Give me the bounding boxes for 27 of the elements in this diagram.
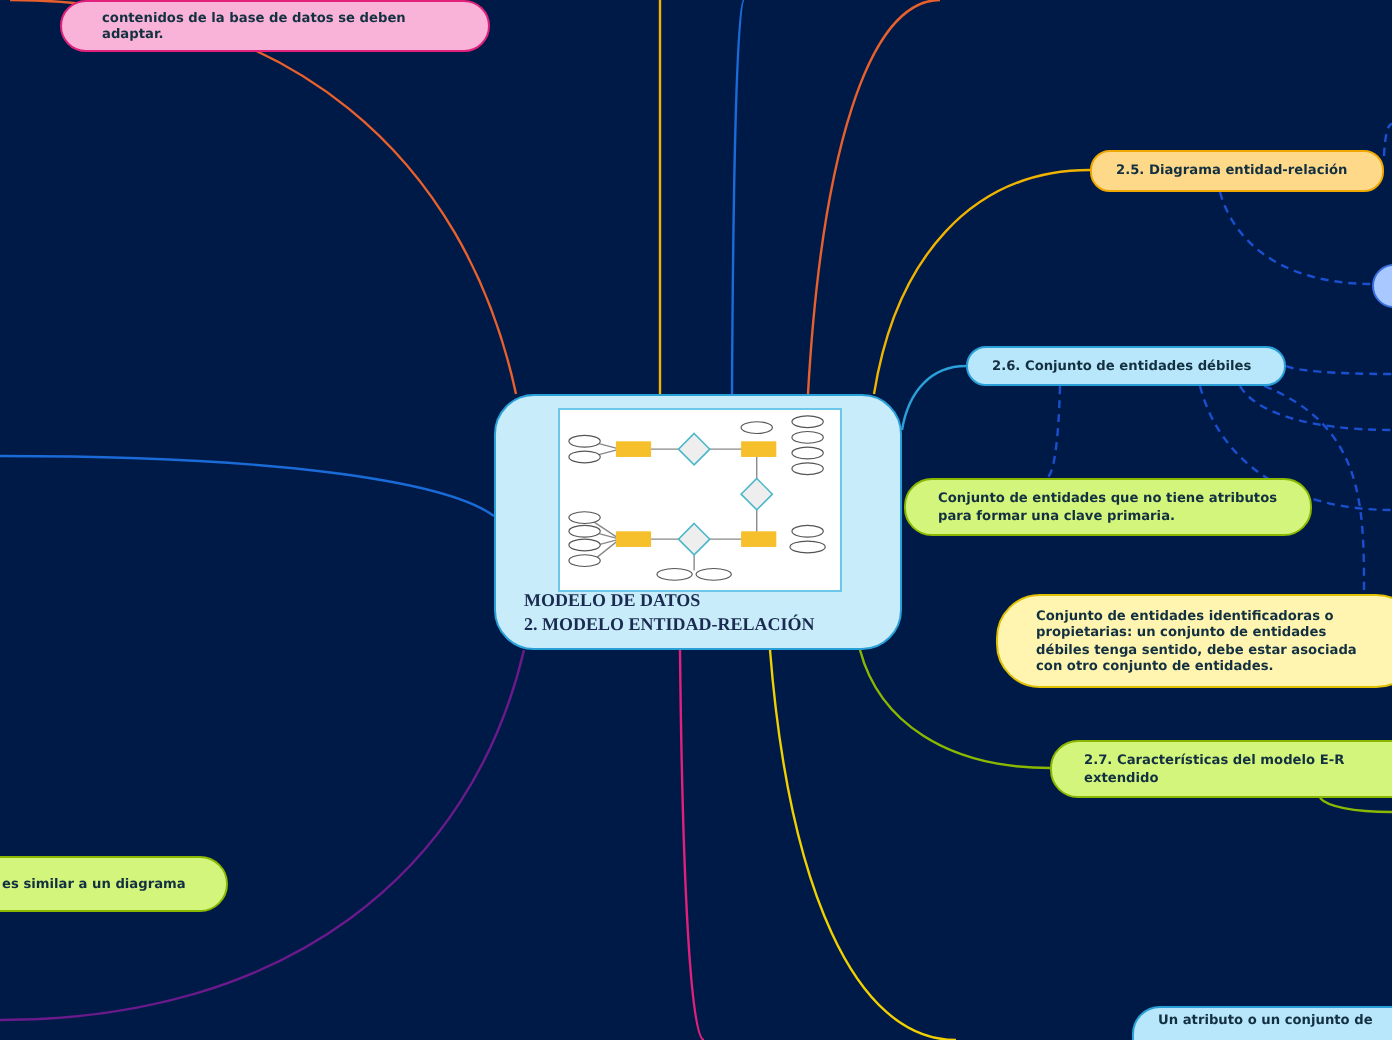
dashed-connector — [1239, 385, 1392, 432]
topic-title: MODELO DE DATOS — [524, 588, 703, 612]
dashed-connector — [1263, 384, 1366, 594]
connector-line — [806, 0, 941, 395]
connector-line — [858, 649, 1051, 770]
connector-line — [900, 364, 967, 431]
note-box — [904, 478, 1312, 536]
dashed-connector — [1218, 191, 1373, 286]
topic-box — [966, 346, 1286, 386]
topic-box — [1050, 740, 1392, 798]
connector-line — [1319, 797, 1392, 814]
topic-title: 2. MODELO ENTIDAD-RELACIÓN — [524, 612, 817, 636]
connector-line — [678, 650, 705, 1040]
note-box — [0, 856, 228, 912]
connector-line — [730, 0, 746, 394]
dashed-connector — [1045, 385, 1062, 480]
connector-line — [872, 168, 1091, 395]
connector-line — [0, 454, 495, 518]
topic-box — [494, 394, 902, 650]
topic-box — [1090, 150, 1384, 192]
note-box — [60, 0, 490, 52]
connector-line — [658, 0, 662, 394]
dashed-connector — [1382, 122, 1392, 157]
note-box — [996, 594, 1392, 688]
dashed-connector — [1285, 364, 1392, 376]
connector-line — [768, 649, 957, 1040]
connector-line — [0, 649, 526, 1022]
